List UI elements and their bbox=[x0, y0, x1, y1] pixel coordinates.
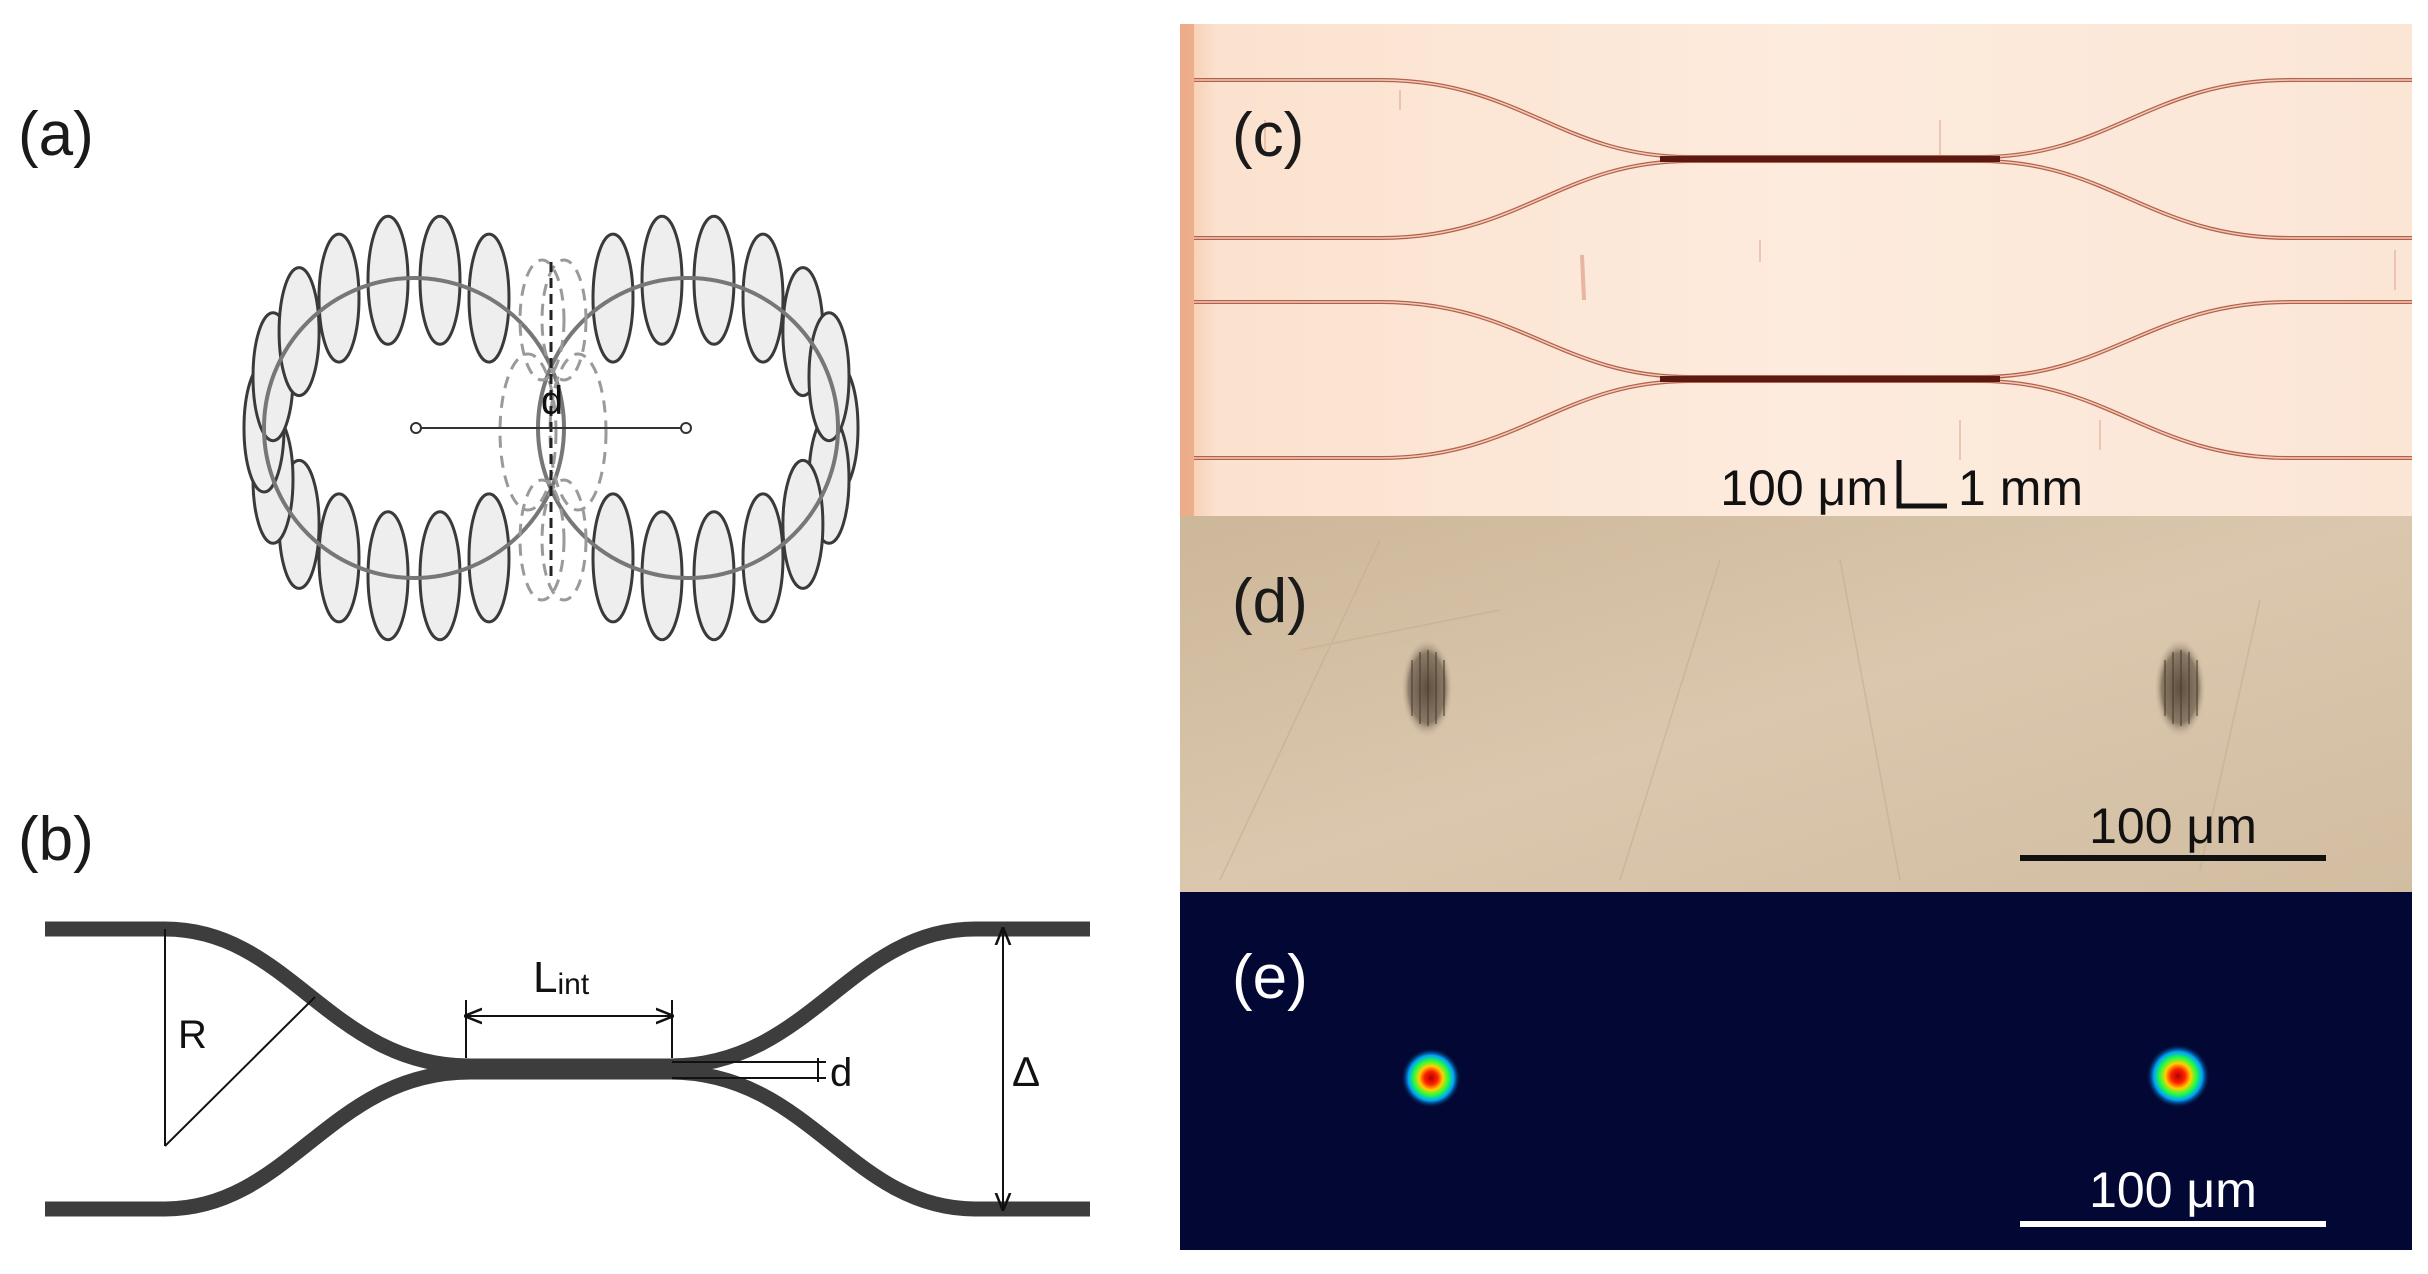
panel-c-scale-bar bbox=[1896, 460, 1947, 509]
overlap-dashed-ellipses bbox=[498, 258, 608, 602]
panel-c-microscope-top-view: (c) 100 μm 1 mm bbox=[1180, 24, 2412, 516]
radius-label: R bbox=[178, 1013, 207, 1057]
interaction-length-label: Lint bbox=[533, 953, 590, 1002]
panel-d-label: (d) bbox=[1232, 567, 1308, 636]
panel-d-texture bbox=[1219, 539, 2261, 881]
panel-d-background bbox=[1180, 516, 2412, 892]
separation-arrow bbox=[672, 1058, 826, 1082]
panel-d-scale-label: 100 μm bbox=[2089, 798, 2257, 854]
separation-d-label: d bbox=[830, 1051, 852, 1095]
panel-b-label: (b) bbox=[18, 805, 94, 874]
mode-spot-1 bbox=[1401, 1048, 1461, 1108]
panel-d-end-facet: (d) 100 μm bbox=[1180, 516, 2412, 892]
panel-c-streaks bbox=[1264, 90, 2396, 460]
panel-c-scale-horizontal-label: 1 mm bbox=[1958, 460, 2083, 516]
interaction-length-arrow bbox=[466, 1000, 672, 1058]
panel-e-scale-bar bbox=[2020, 1221, 2326, 1227]
panel-b-coupler-schematic: (b) R Lint d Δ bbox=[18, 805, 1090, 1217]
panel-c-label: (c) bbox=[1232, 101, 1304, 170]
d-distance-arrow bbox=[410, 422, 692, 434]
panel-d-scale-bar bbox=[2020, 855, 2326, 861]
panel-e-mode-profile: (e) 100 μm bbox=[1180, 892, 2412, 1250]
panel-c-scale-vertical-label: 100 μm bbox=[1720, 460, 1888, 516]
panel-a-d-label: d bbox=[541, 379, 563, 423]
panel-e-label: (e) bbox=[1232, 943, 1308, 1012]
bend-radius-triangle bbox=[164, 929, 316, 1147]
waveguide-paths bbox=[45, 921, 1090, 1217]
mode-spot-2 bbox=[2146, 1044, 2210, 1108]
panel-a-label: (a) bbox=[18, 100, 94, 169]
delta-label: Δ bbox=[1012, 1048, 1040, 1095]
panel-a-double-ring-diagram: (a) d bbox=[18, 100, 860, 642]
panel-c-background bbox=[1180, 24, 2412, 516]
panel-e-scale-label: 100 μm bbox=[2089, 1162, 2257, 1218]
panel-c-coupling-dark bbox=[1660, 156, 2000, 382]
